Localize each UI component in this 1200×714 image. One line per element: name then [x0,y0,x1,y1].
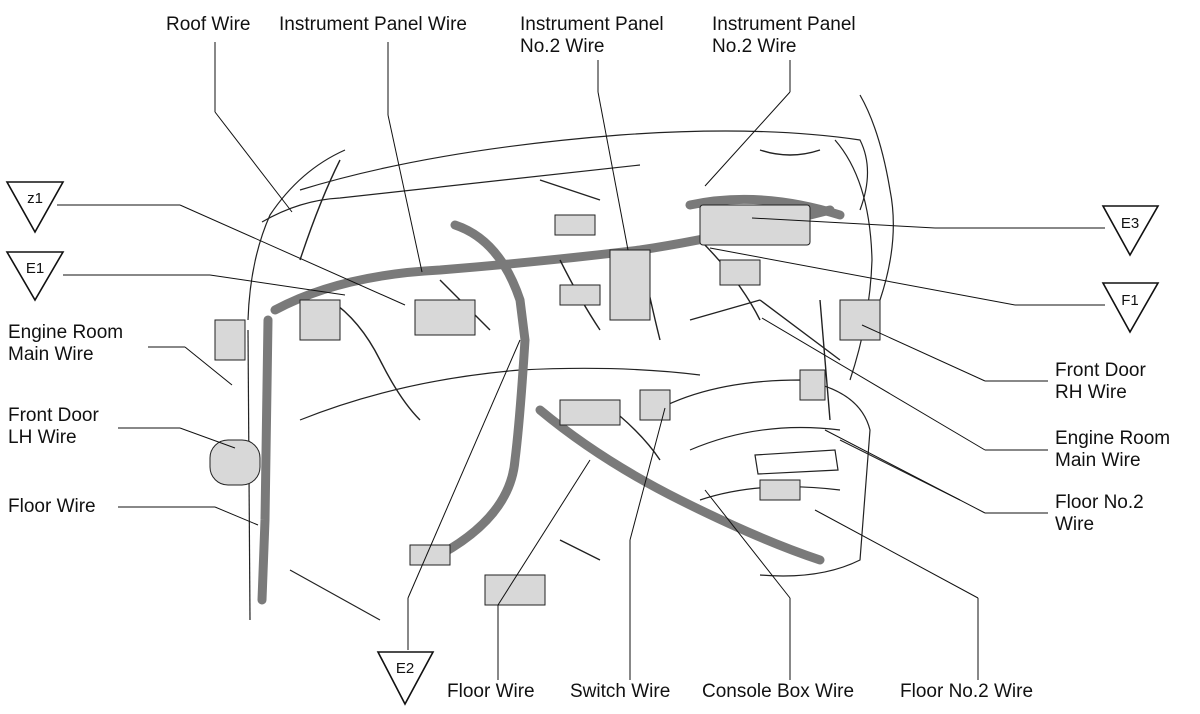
label-line: RH Wire [1055,382,1127,403]
connector-blocks [209,204,881,606]
label-roof-wire: Roof Wire [166,14,251,35]
label-line: LH Wire [8,427,77,448]
connector-f1: F1 [1121,292,1139,309]
label-line: Main Wire [1055,450,1141,471]
leader-lines [57,42,1105,680]
label-instrument-panel-wire: Instrument Panel Wire [279,14,467,35]
label-line: Engine Room [8,322,124,343]
label-line: No.2 Wire [520,36,605,57]
label-switch-wire: Switch Wire [570,681,671,702]
label-line: Instrument Panel [520,14,664,35]
triangle-f1 [1101,282,1160,334]
connector-e3: E3 [1121,215,1139,232]
label-floor-wire-bottom: Floor Wire [447,681,535,702]
label-front-door-lh-wire: Front Door LH Wire [8,405,99,449]
label-floor-no2-wire-bottom: Floor No.2 Wire [900,681,1034,702]
label-engine-room-main-wire-left: Engine Room Main Wire [8,322,123,366]
label-line: Engine Room [1055,428,1171,449]
label-front-door-rh-wire: Front Door RH Wire [1055,360,1146,404]
triangle-z1 [5,181,65,234]
label-engine-room-main-wire-right: Engine Room Main Wire [1055,428,1170,472]
triangle-e2 [376,651,435,706]
harness-bundles [257,194,845,605]
label-ip-no2-wire-a: Instrument Panel No.2 Wire [520,14,664,58]
connector-z1: z1 [27,190,43,207]
triangle-e3 [1101,205,1160,257]
connector-e1: E1 [26,260,44,277]
label-ip-no2-wire-b: Instrument Panel No.2 Wire [712,14,856,58]
label-line: Main Wire [8,344,94,365]
label-line: Front Door [1055,360,1146,381]
label-floor-no2-wire-right: Floor No.2 Wire [1055,492,1144,536]
label-floor-wire-left: Floor Wire [8,496,96,517]
connector-e2: E2 [396,660,414,677]
reference-triangles [5,181,1160,706]
label-line: Floor No.2 [1055,492,1144,513]
label-line: Wire [1055,514,1095,535]
dashboard-outline [247,94,961,621]
triangle-e1 [5,251,65,302]
label-line: Front Door [8,405,99,426]
label-line: No.2 Wire [712,36,797,57]
label-console-box-wire: Console Box Wire [702,681,855,702]
label-line: Instrument Panel [712,14,856,35]
